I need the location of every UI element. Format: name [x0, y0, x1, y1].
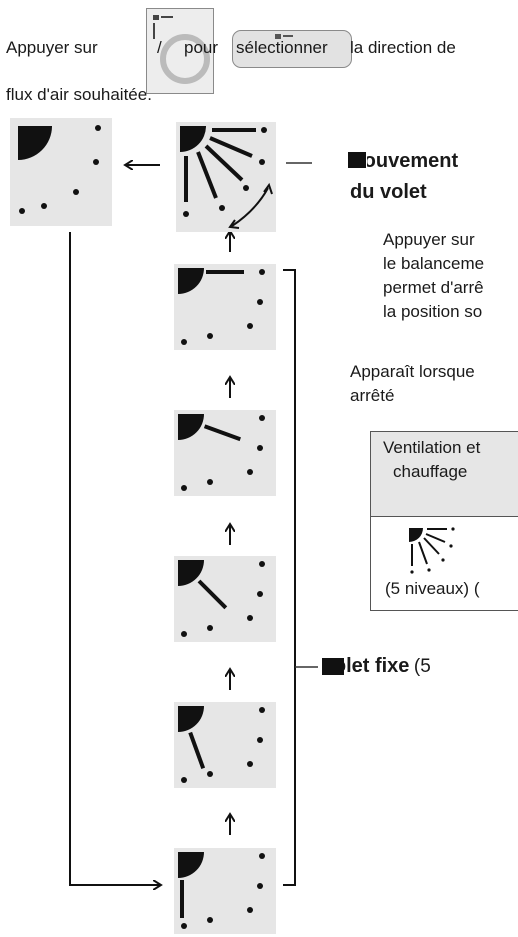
- outlet-dot: [257, 299, 263, 305]
- mode-table: Ventilation et chauffage (5 niveaux) (: [370, 431, 518, 611]
- swing-title-line1: Mouvement: [348, 150, 458, 173]
- outlet-dot: [207, 917, 213, 923]
- outlet-dot: [181, 777, 187, 783]
- mode-header-line2: chauffage: [393, 462, 468, 481]
- louver-pos-3-icon: [178, 560, 265, 637]
- outlet-dot: [247, 907, 253, 913]
- outlet-dot: [247, 323, 253, 329]
- outlet-dot: [181, 923, 187, 929]
- outlet-dot: [207, 333, 213, 339]
- select-button-icon: [275, 34, 293, 39]
- intro-pour: pour: [184, 38, 219, 57]
- outlet-dot: [259, 853, 265, 859]
- louver-blade: [203, 424, 241, 442]
- swing-title-line2: du volet: [350, 181, 427, 203]
- outlet-dot: [259, 269, 265, 275]
- outlet-dot: [257, 445, 263, 451]
- louver-blade: [188, 731, 206, 769]
- outlet-dot: [207, 479, 213, 485]
- intro-prefix: Appuyer sur: [6, 38, 98, 57]
- panel-pos-2: [174, 702, 276, 788]
- louver-mode-icon: [409, 527, 455, 574]
- outlet-dot: [247, 761, 253, 767]
- swing-title-mark: [348, 152, 366, 168]
- intro-rest: la direction de: [350, 38, 456, 57]
- outlet-dot: [257, 737, 263, 743]
- panel-swing: [176, 122, 276, 232]
- outlet-dot: [207, 771, 213, 777]
- swing-body: Appuyer sur le balanceme permet d'arrê l…: [383, 228, 484, 324]
- panel-pos-3: [174, 556, 276, 642]
- louver-stopped-icon: [18, 125, 101, 214]
- outlet-dot: [247, 615, 253, 621]
- louver-button[interactable]: [146, 8, 214, 94]
- appears-line1: Apparaît lorsque: [350, 362, 475, 381]
- outlet-dot: [181, 485, 187, 491]
- select-button[interactable]: [232, 30, 352, 68]
- outlet-dot: [259, 707, 265, 713]
- swing-title-text: Mouvement: [347, 150, 459, 172]
- outlet-dot: [257, 883, 263, 889]
- louver-pos-5-icon: [178, 268, 265, 345]
- panel-pos-1: [174, 848, 276, 934]
- intro-select-word: sélectionner: [236, 38, 328, 57]
- panel-pos-5: [174, 264, 276, 350]
- outlet-dot: [259, 561, 265, 567]
- mode-footer: (5 niveaux) (: [385, 579, 480, 598]
- outlet-dot: [257, 591, 263, 597]
- panel-stopped: [10, 118, 112, 226]
- louver-pos-2-icon: [178, 706, 265, 783]
- louver-swing-icon: [180, 126, 273, 229]
- swing-body-line: permet d'arrê: [383, 278, 484, 297]
- louver-blade: [197, 579, 228, 610]
- fixed-suffix: (5: [413, 656, 431, 677]
- outlet-dot: [181, 631, 187, 637]
- swing-body-line: le balanceme: [383, 254, 485, 273]
- louver-pos-4-icon: [178, 414, 265, 491]
- louver-pos-1-icon: [178, 852, 265, 929]
- intro-slash: /: [157, 38, 162, 57]
- appears-line2: arrêté: [350, 386, 395, 405]
- outlet-dot: [207, 625, 213, 631]
- outlet-dot: [181, 339, 187, 345]
- outlet-dot: [259, 415, 265, 421]
- intro-line2: flux d'air souhaitée.: [6, 85, 152, 104]
- louver-button-icon: [153, 15, 210, 84]
- panel-pos-4: [174, 410, 276, 496]
- swing-body-line: Appuyer sur: [383, 230, 475, 249]
- swing-body-line: la position so: [383, 302, 483, 321]
- fixed-title-mark: [322, 658, 344, 675]
- outlet-dot: [247, 469, 253, 475]
- mode-header-line1: Ventilation et: [383, 438, 481, 457]
- mode-table-header: Ventilation et chauffage: [371, 432, 518, 517]
